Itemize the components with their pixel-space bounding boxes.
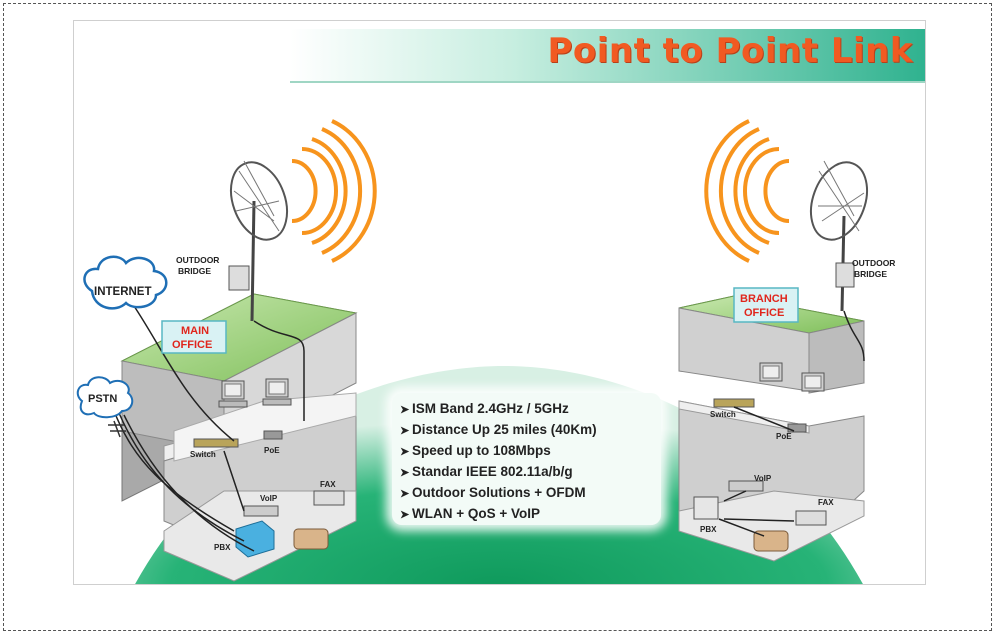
feature-item: ➤Distance Up 25 miles (40Km) xyxy=(400,420,661,441)
outdoor-bridge-left-label-1: OUTDOOR xyxy=(176,255,219,265)
branch-office-building xyxy=(678,295,865,562)
pbx-left-label: PBX xyxy=(214,543,231,552)
branch-office-fax xyxy=(795,510,827,526)
title-band xyxy=(290,29,925,81)
branch-office-label-1: BRANCH xyxy=(740,293,788,305)
slide-title: Point to Point Link xyxy=(547,31,913,71)
main-office-pbx xyxy=(235,520,275,558)
main-office-fax xyxy=(313,490,345,506)
main-office-label-2: OFFICE xyxy=(172,339,212,351)
feature-item: ➤WLAN + QoS + VoIP xyxy=(400,504,661,525)
main-office-phone xyxy=(293,528,329,550)
feature-item: ➤Speed up to 108Mbps xyxy=(400,441,661,462)
switch-left-label: Switch xyxy=(190,450,216,459)
feature-text: ISM Band 2.4GHz / 5GHz xyxy=(412,401,569,416)
branch-office-antenna xyxy=(809,160,869,312)
features-list: ➤ISM Band 2.4GHz / 5GHz ➤Distance Up 25 … xyxy=(392,393,661,525)
arrow-icon: ➤ xyxy=(400,467,410,479)
voip-right-label: VoIP xyxy=(754,474,772,483)
internet-label: INTERNET xyxy=(94,286,152,298)
arrow-icon: ➤ xyxy=(400,509,410,521)
slide: Point to Point Link xyxy=(73,20,926,585)
cables xyxy=(113,305,305,552)
poe-left-label: PoE xyxy=(264,446,280,455)
title-underline xyxy=(290,81,925,83)
fax-right-label: FAX xyxy=(818,498,834,507)
network-diagram: INTERNET PSTN OUTDOOR BRIDGE OUTDOOR BRI… xyxy=(76,119,895,584)
branch-office-pbx xyxy=(693,496,719,520)
branch-office-switch xyxy=(713,398,755,408)
branch-office-label-box xyxy=(733,287,799,323)
branch-office-signal xyxy=(704,119,790,263)
voip-left-label: VoIP xyxy=(260,494,278,503)
main-office-label-box xyxy=(161,320,227,354)
page-frame xyxy=(3,3,992,631)
feature-text: Outdoor Solutions + OFDM xyxy=(412,485,586,500)
feature-item: ➤Outdoor Solutions + OFDM xyxy=(400,483,661,504)
feature-text: Distance Up 25 miles (40Km) xyxy=(412,422,597,437)
branch-office-label-2: OFFICE xyxy=(744,307,784,319)
feature-text: WLAN + QoS + VoIP xyxy=(412,506,541,521)
feature-text: Speed up to 108Mbps xyxy=(412,443,551,458)
arrow-icon: ➤ xyxy=(400,404,410,416)
feature-item: ➤Standar IEEE 802.11a/b/g xyxy=(400,462,661,483)
pstn-cloud xyxy=(76,376,134,438)
main-office-poe xyxy=(263,430,283,440)
branch-office-computers xyxy=(759,362,825,392)
outdoor-bridge-right-label-2: BRIDGE xyxy=(854,269,887,279)
main-office-switch xyxy=(193,438,239,448)
arrow-icon: ➤ xyxy=(400,425,410,437)
feature-text: Standar IEEE 802.11a/b/g xyxy=(412,464,573,479)
pstn-label: PSTN xyxy=(88,393,117,405)
fax-left-label: FAX xyxy=(320,480,336,489)
internet-cloud xyxy=(83,255,168,310)
outdoor-bridge-left-label-2: BRIDGE xyxy=(178,266,211,276)
main-office-voip xyxy=(243,505,279,517)
arrow-icon: ➤ xyxy=(400,446,410,458)
outdoor-bridge-right-label-1: OUTDOOR xyxy=(852,258,895,268)
switch-right-label: Switch xyxy=(710,410,736,419)
main-office-antenna xyxy=(228,160,289,322)
branch-office-poe xyxy=(787,423,807,433)
pbx-right-label: PBX xyxy=(700,525,717,534)
poe-right-label: PoE xyxy=(776,432,792,441)
arrow-icon: ➤ xyxy=(400,488,410,500)
main-office-computers xyxy=(218,378,292,408)
main-office-label-1: MAIN xyxy=(181,325,209,337)
main-office-signal xyxy=(291,119,377,263)
branch-cables xyxy=(718,310,865,537)
feature-item: ➤ISM Band 2.4GHz / 5GHz xyxy=(400,399,661,420)
